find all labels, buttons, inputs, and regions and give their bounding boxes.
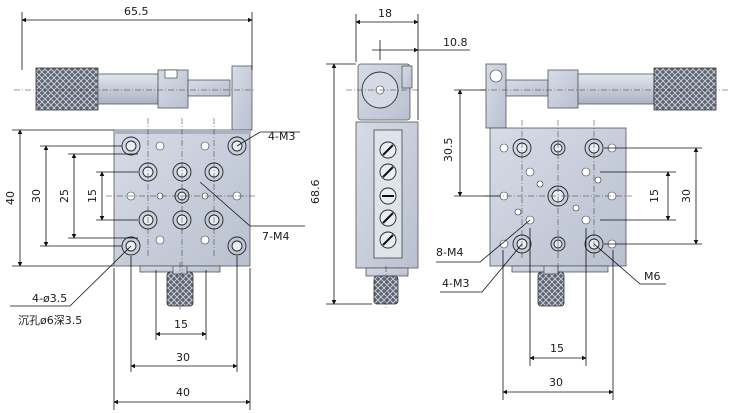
callout-7-m4: 7-M4 xyxy=(262,230,289,243)
micrometer-spindle xyxy=(187,79,231,97)
right-view: 30.5 15 30 15 30 8-M4 4-M3 M6 xyxy=(436,63,730,400)
dim-30-left: 30 xyxy=(30,189,43,203)
callout-thru-hole: 4-ø3.5 xyxy=(32,292,67,305)
dim-68-6: 68.6 xyxy=(309,180,322,205)
side-screws xyxy=(379,141,397,249)
micrometer-knurl-right xyxy=(653,67,717,111)
dim-15-right-bottom: 15 xyxy=(550,342,564,355)
dim-30-5: 30.5 xyxy=(442,138,455,163)
micrometer-bracket xyxy=(231,65,253,131)
dim-15-left: 15 xyxy=(86,189,99,203)
micrometer-knurl xyxy=(35,67,99,111)
front-view: 65.5 40 30 25 15 15 30 40 4-M3 7-M4 4-ø3… xyxy=(4,5,305,410)
dim-15-right: 15 xyxy=(648,189,661,203)
side-view: 18 10.8 68.6 xyxy=(309,7,470,310)
dim-40-bottom: 40 xyxy=(176,386,190,399)
callout-4-m3-top: 4-M3 xyxy=(268,130,295,143)
micrometer-sleeve xyxy=(97,73,159,105)
micrometer-front xyxy=(35,65,253,131)
micrometer-right xyxy=(485,63,717,129)
callout-4-m3-right: 4-M3 xyxy=(442,277,469,290)
dim-30-right: 30 xyxy=(680,189,693,203)
dim-40-left: 40 xyxy=(4,191,17,205)
dim-30-bottom: 30 xyxy=(176,351,190,364)
lock-knob-right xyxy=(537,271,565,307)
dim-25-left: 25 xyxy=(58,189,71,203)
dim-65-5: 65.5 xyxy=(124,5,149,18)
callout-8-m4: 8-M4 xyxy=(436,246,463,259)
dim-30-right-bottom: 30 xyxy=(549,376,563,389)
dim-15-bottom: 15 xyxy=(174,318,188,331)
callout-m6: M6 xyxy=(644,270,661,283)
callout-counterbore: 沉孔ø6深3.5 xyxy=(18,314,82,327)
dim-18: 18 xyxy=(378,7,392,20)
dim-10-8: 10.8 xyxy=(443,36,468,49)
